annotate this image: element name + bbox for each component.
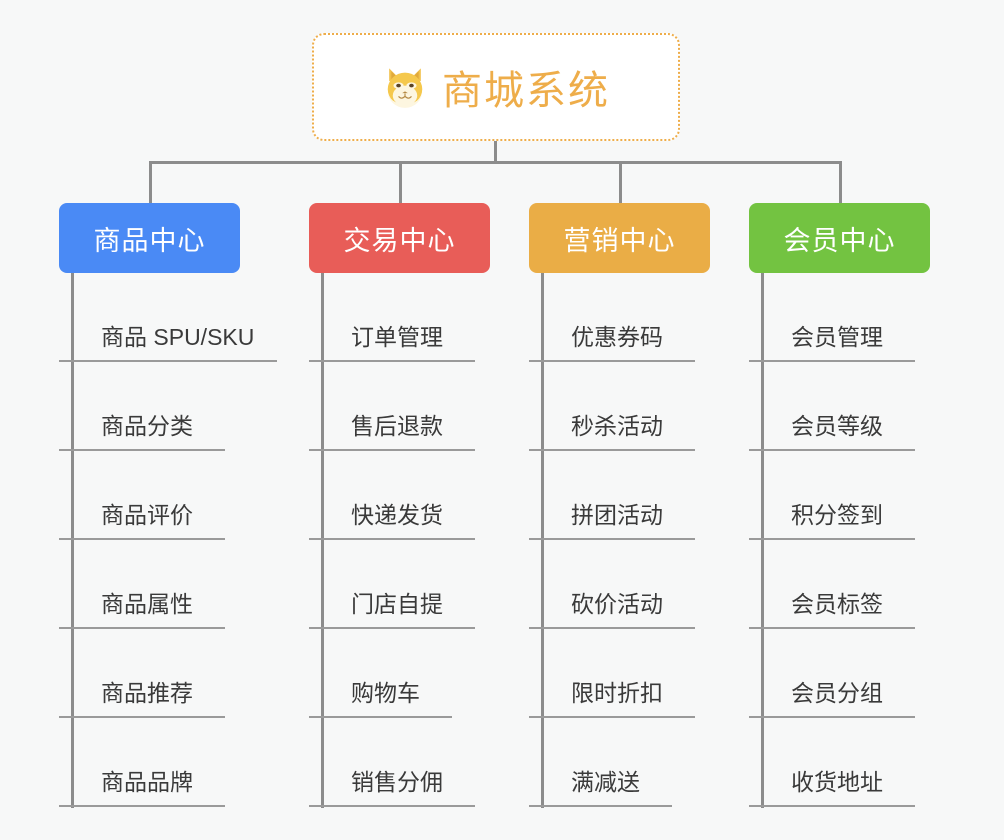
leaf-underline	[59, 449, 225, 451]
leaf-label: 限时折扣	[571, 680, 663, 706]
branch-header-4[interactable]: 会员中心	[749, 203, 930, 273]
branch-spine-3	[541, 273, 544, 808]
leaf-underline	[749, 627, 915, 629]
root-title: 商城系统	[442, 69, 610, 113]
branch-spine-2	[321, 273, 324, 808]
leaf-label: 砍价活动	[571, 591, 663, 617]
leaf-underline	[529, 805, 672, 807]
leaf-underline	[749, 449, 915, 451]
connector-drop-3	[619, 161, 622, 203]
leaf-label: 商品品牌	[101, 769, 193, 795]
leaf-label: 拼团活动	[571, 502, 663, 528]
leaf-label: 订单管理	[351, 324, 443, 350]
leaf-underline	[59, 627, 225, 629]
leaf-label: 商品分类	[101, 413, 193, 439]
leaf-label: 商品 SPU/SKU	[101, 324, 255, 350]
branch-spine-4	[761, 273, 764, 808]
connector-drop-2	[399, 161, 402, 203]
branch-label: 营销中心	[563, 225, 676, 256]
leaf-underline	[749, 805, 915, 807]
leaf-underline	[59, 360, 277, 362]
branch-spine-1	[71, 273, 74, 808]
branch-label: 会员中心	[783, 225, 896, 256]
branch-label: 交易中心	[343, 225, 456, 256]
leaf-underline	[309, 449, 475, 451]
leaf-underline	[529, 538, 695, 540]
leaf-label: 会员等级	[791, 413, 883, 439]
leaf-underline	[309, 716, 452, 718]
leaf-label: 商品属性	[101, 591, 193, 617]
leaf-underline	[529, 716, 695, 718]
branch-header-3[interactable]: 营销中心	[529, 203, 710, 273]
branch-header-1[interactable]: 商品中心	[59, 203, 240, 273]
leaf-label: 优惠券码	[571, 324, 663, 350]
leaf-underline	[529, 449, 695, 451]
leaf-label: 购物车	[351, 680, 420, 706]
leaf-underline	[59, 716, 225, 718]
connector-drop-1	[149, 161, 152, 203]
leaf-underline	[529, 627, 695, 629]
leaf-label: 快递发货	[351, 502, 443, 528]
shiba-dog-face-icon	[382, 64, 428, 110]
leaf-label: 收货地址	[791, 769, 883, 795]
leaf-label: 门店自提	[351, 591, 443, 617]
leaf-label: 销售分佣	[351, 769, 443, 795]
connector-drop-4	[839, 161, 842, 203]
leaf-label: 会员管理	[791, 324, 883, 350]
leaf-label: 会员分组	[791, 680, 883, 706]
leaf-label: 会员标签	[791, 591, 883, 617]
leaf-underline	[309, 538, 475, 540]
branch-header-2[interactable]: 交易中心	[309, 203, 490, 273]
leaf-label: 满减送	[571, 769, 640, 795]
leaf-underline	[749, 360, 915, 362]
leaf-label: 售后退款	[351, 413, 443, 439]
root-node[interactable]: 商城系统	[312, 33, 680, 141]
leaf-underline	[309, 360, 475, 362]
leaf-underline	[309, 805, 475, 807]
leaf-label: 秒杀活动	[571, 413, 663, 439]
leaf-label: 积分签到	[791, 502, 883, 528]
branch-label: 商品中心	[93, 225, 206, 256]
connector-root-stem	[494, 141, 497, 163]
connector-horizontal-bus	[149, 161, 842, 164]
leaf-underline	[749, 538, 915, 540]
leaf-underline	[59, 538, 225, 540]
leaf-label: 商品推荐	[101, 680, 193, 706]
leaf-label: 商品评价	[101, 502, 193, 528]
leaf-underline	[529, 360, 695, 362]
leaf-underline	[309, 627, 475, 629]
leaf-underline	[749, 716, 915, 718]
leaf-underline	[59, 805, 225, 807]
